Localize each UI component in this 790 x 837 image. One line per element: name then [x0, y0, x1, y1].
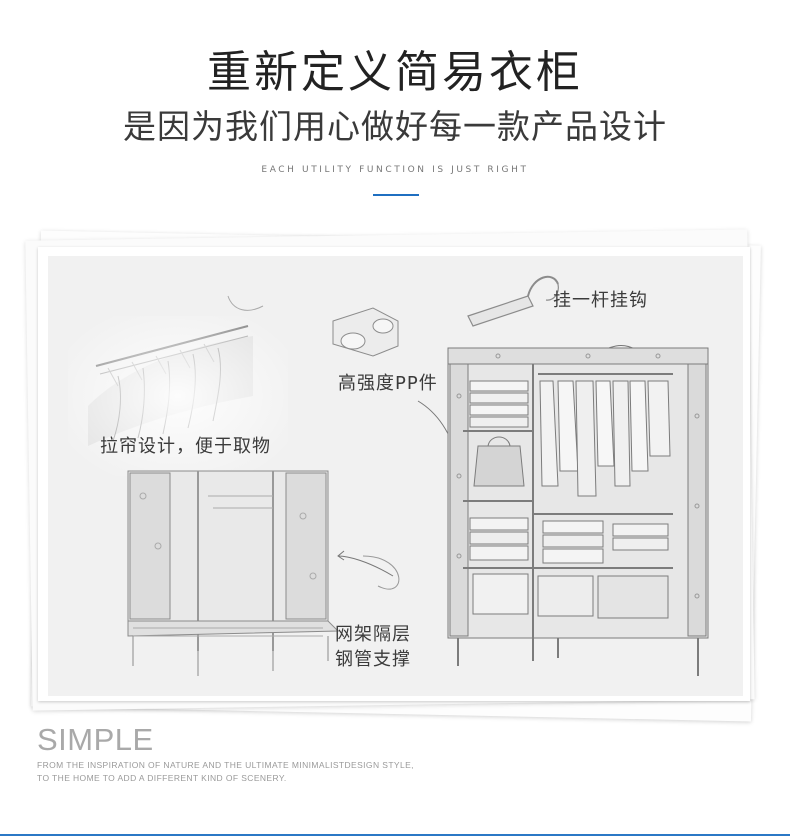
- tagline: EACH UTILITY FUNCTION IS JUST RIGHT: [261, 165, 529, 175]
- note-mesh-shelf-line2: 钢管支撑: [335, 649, 411, 670]
- wardrobe-sketch-drawing: [68, 275, 709, 676]
- footer-line-2: TO THE HOME TO ADD A DIFFERENT KIND OF S…: [37, 773, 287, 783]
- footer-heading: SIMPLE: [37, 722, 154, 757]
- note-mesh-shelf-line1: 网架隔层: [335, 624, 411, 645]
- page-title: 重新定义简易衣柜: [207, 47, 583, 98]
- note-hanger-rod: 挂一杆挂钩: [553, 290, 648, 311]
- small-wardrobe-sketch: [127, 470, 340, 676]
- hanger-rod-sketch: [467, 275, 559, 327]
- wardrobe-sketch: 挂一杆挂钩 高强度PP件 拉帘设计，便于取物 网架隔层 钢管支撑: [48, 256, 743, 696]
- note-curtain: 拉帘设计，便于取物: [100, 436, 271, 457]
- bottom-rule: [0, 834, 790, 836]
- pp-joint-sketch: [332, 307, 399, 357]
- note-pp-joint: 高强度PP件: [338, 373, 438, 394]
- page-subtitle: 是因为我们用心做好每一款产品设计: [123, 107, 667, 146]
- large-wardrobe-sketch: [447, 347, 709, 676]
- footer-line-1: FROM THE INSPIRATION OF NATURE AND THE U…: [37, 760, 414, 770]
- title-underline: [373, 194, 419, 196]
